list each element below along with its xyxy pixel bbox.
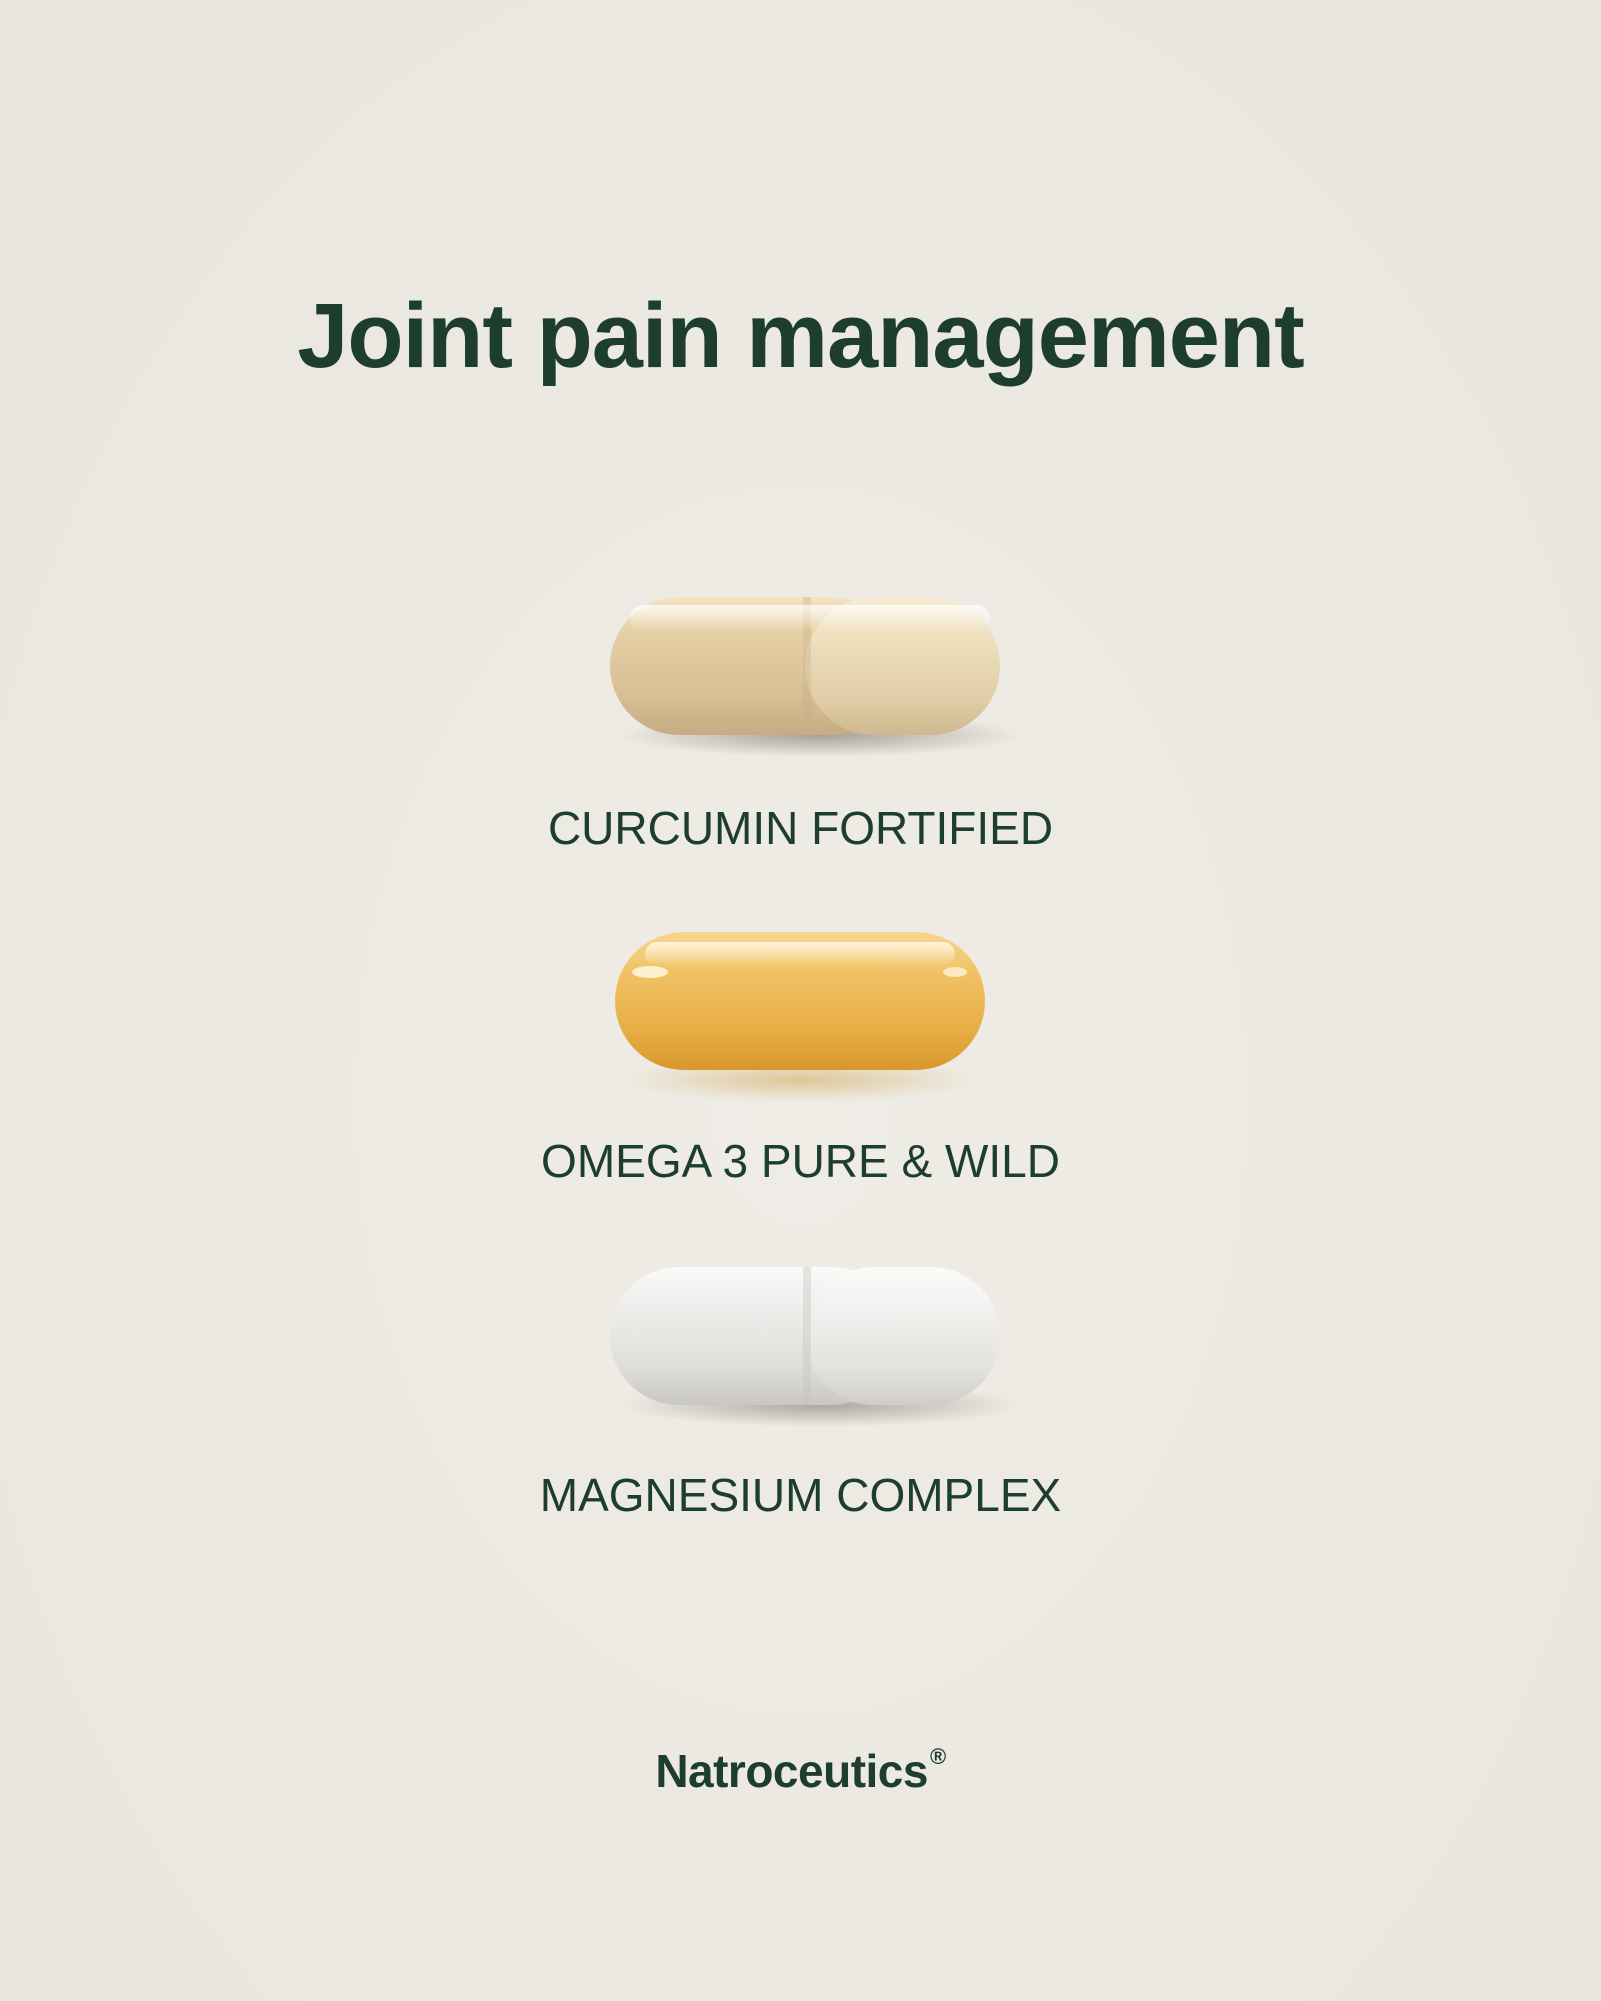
omega-label: OMEGA 3 PURE & WILD (541, 1135, 1060, 1187)
magnesium-label: MAGNESIUM COMPLEX (539, 1469, 1062, 1521)
brand-name: Natroceutics (655, 1745, 928, 1797)
curcumin-label: CURCUMIN FORTIFIED (547, 802, 1054, 854)
magnesium-capsule-image (610, 1267, 1020, 1427)
registered-mark: ® (929, 1744, 946, 1769)
omega-softgel-image (615, 932, 985, 1102)
page-title: Joint pain management (297, 285, 1305, 387)
brand-logo: Natroceutics® (0, 1745, 1601, 1797)
curcumin-capsule-image (610, 597, 1020, 757)
